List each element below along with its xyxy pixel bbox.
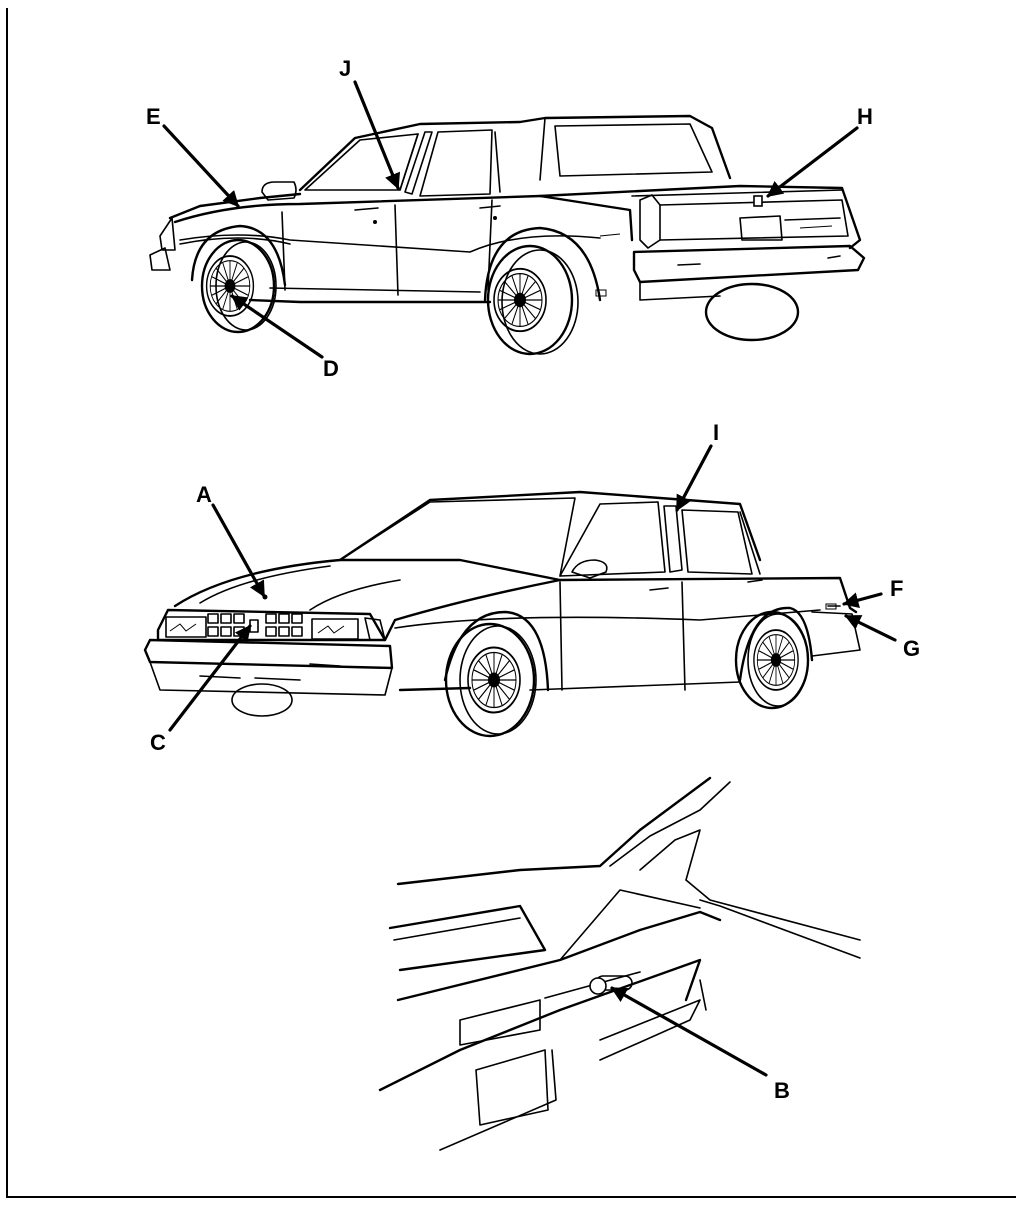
car-front-three-quarter-illustration <box>143 490 861 738</box>
callout-arrows <box>162 80 897 1077</box>
callout-arrow-icon <box>211 503 266 598</box>
callout-label-b: B <box>774 1078 790 1103</box>
callout-arrow-icon <box>675 444 713 512</box>
callout-label-g: G <box>903 636 920 661</box>
callout-arrow-icon <box>610 986 768 1077</box>
callout-label-f: F <box>890 576 903 601</box>
callout-arrow-icon <box>766 126 859 198</box>
callout-arrow-icon <box>842 592 883 608</box>
callout-arrow-icon <box>844 614 897 642</box>
callout-label-j: J <box>339 56 351 81</box>
callout-arrow-icon <box>168 624 252 732</box>
diagram-frame <box>6 8 1016 1198</box>
callout-label-i: I <box>713 420 719 445</box>
instrument-panel-detail-illustration <box>378 776 861 1151</box>
callout-arrow-icon <box>162 124 240 208</box>
callout-arrow-icon <box>353 80 401 190</box>
callout-label-d: D <box>323 356 339 381</box>
car-rear-three-quarter-illustration <box>149 114 866 356</box>
callout-label-c: C <box>150 730 166 755</box>
callout-label-e: E <box>146 104 161 129</box>
callout-label-a: A <box>196 482 212 507</box>
callout-labels: J E H D I A F G C B <box>146 56 920 1103</box>
callout-arrow-icon <box>230 294 324 359</box>
callout-label-h: H <box>857 104 873 129</box>
